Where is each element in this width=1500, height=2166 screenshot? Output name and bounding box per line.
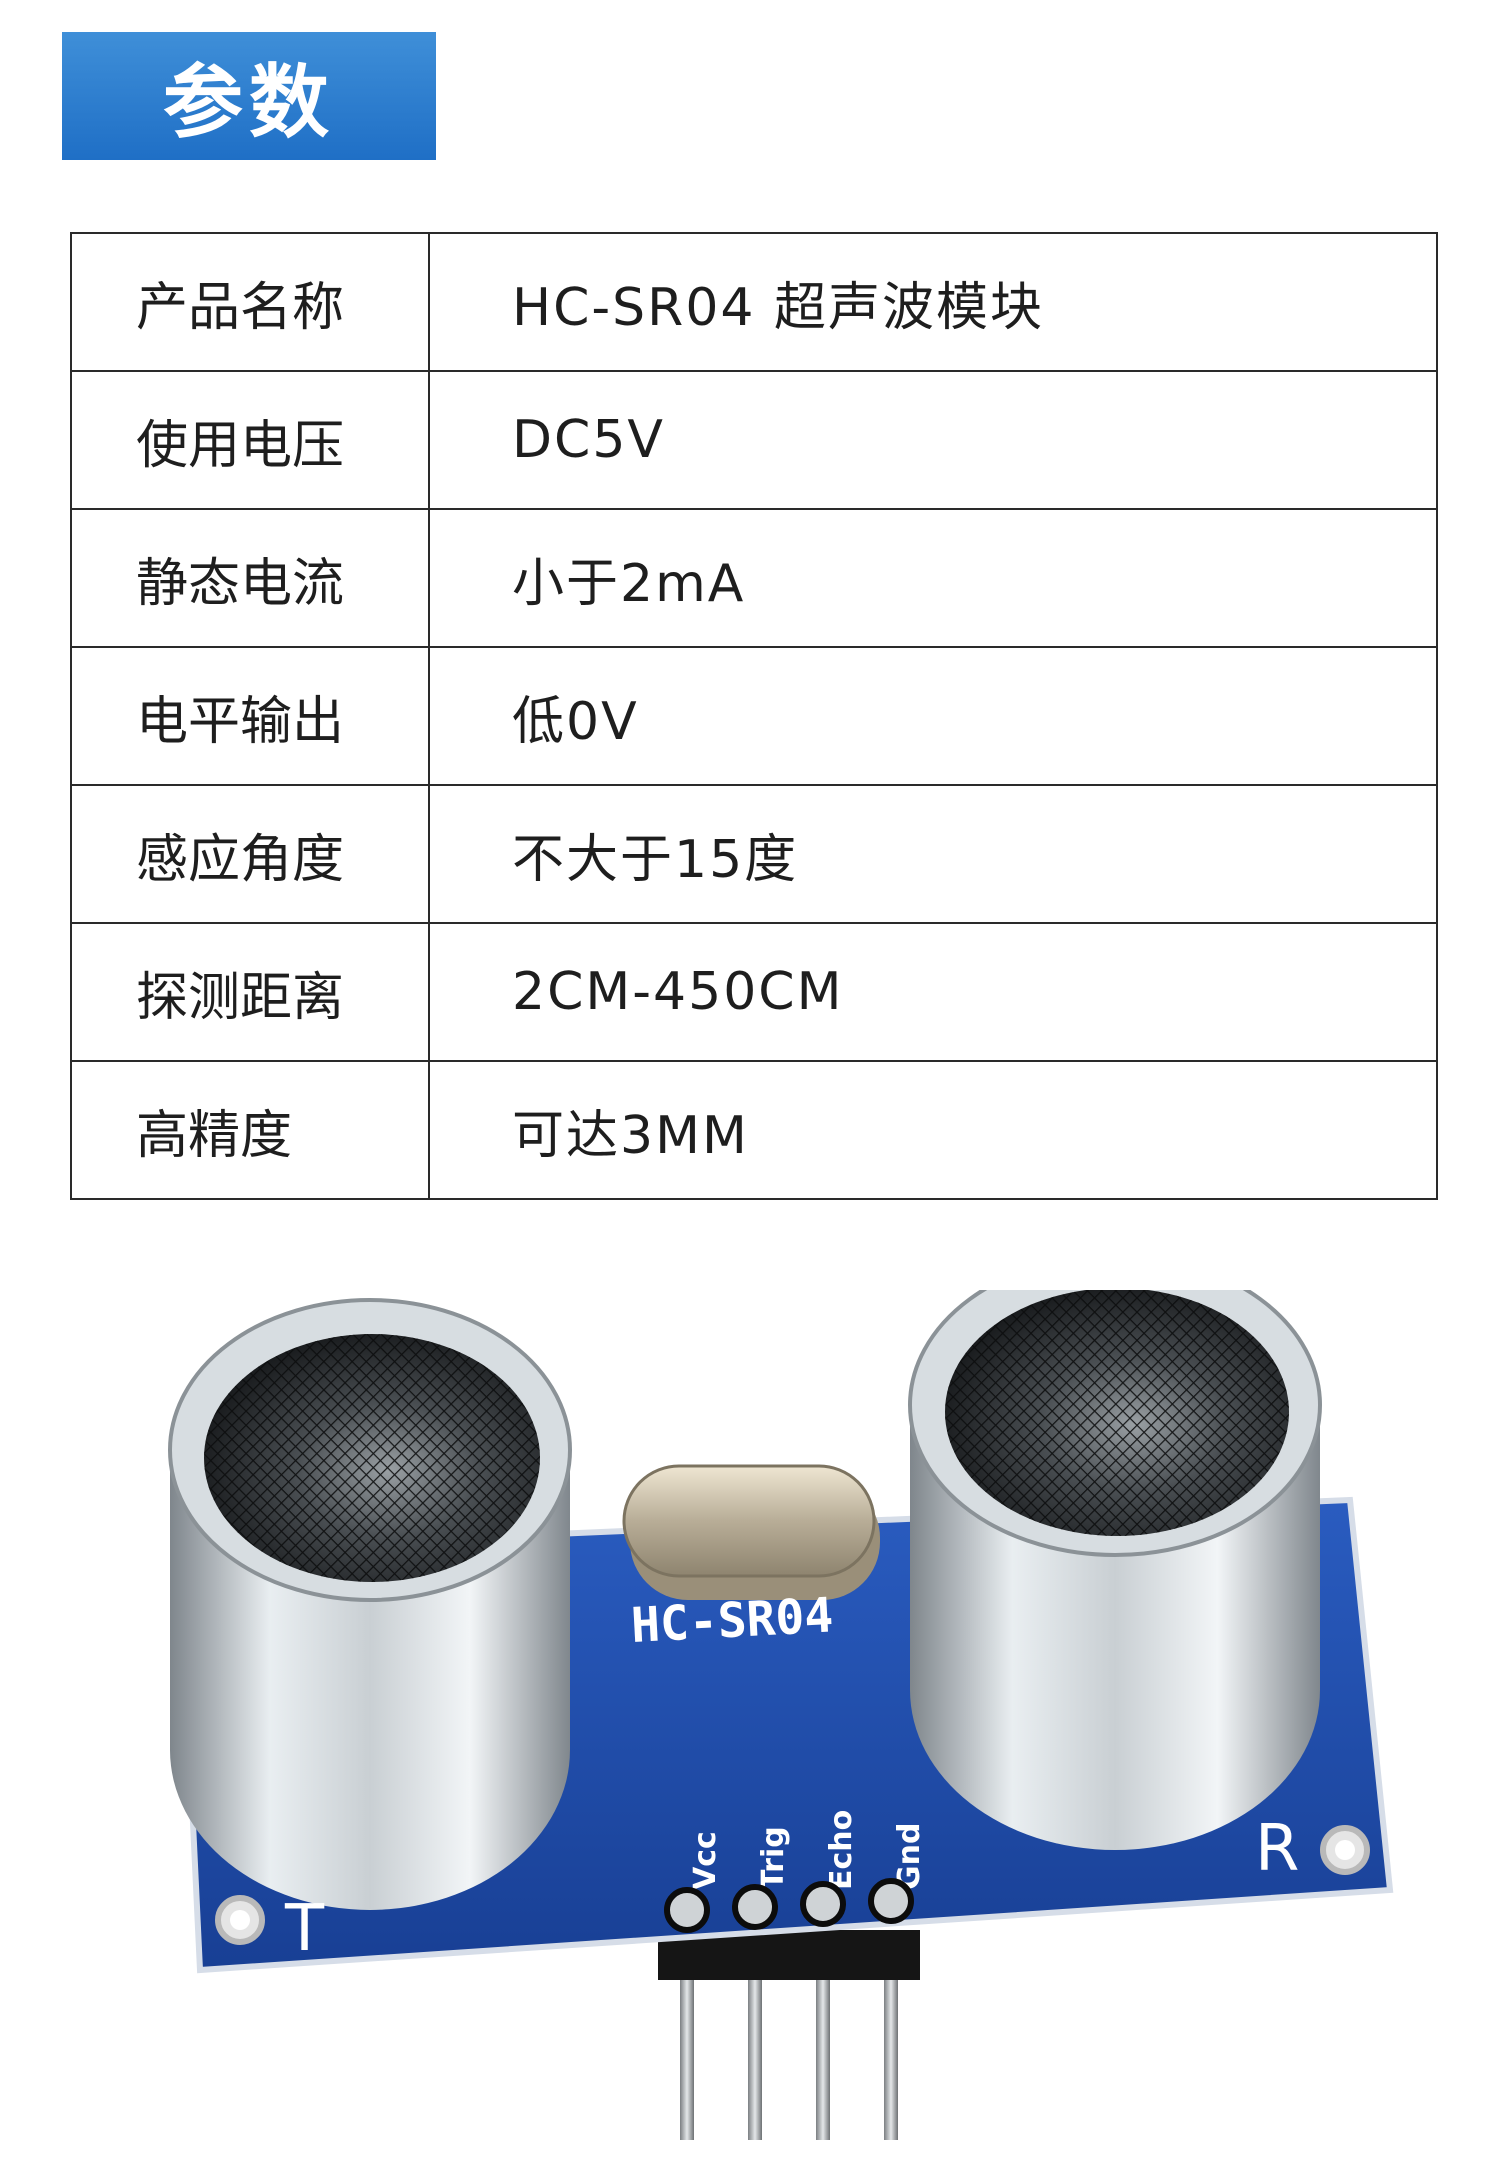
spec-label: 感应角度	[70, 784, 430, 924]
table-row: 电平输出 低0V	[70, 646, 1438, 786]
spec-value: 2CM-450CM	[428, 922, 1438, 1062]
spec-label: 电平输出	[70, 646, 430, 786]
pin-label-echo: Echo	[824, 1810, 859, 1890]
spec-label: 使用电压	[70, 370, 430, 510]
spec-value: 可达3MM	[428, 1060, 1438, 1200]
pin-label-vcc: Vcc	[688, 1831, 723, 1890]
spec-value: 不大于15度	[428, 784, 1438, 924]
receiver-can	[908, 1290, 1322, 1850]
header-pins	[658, 1930, 920, 2140]
table-row: 静态电流 小于2mA	[70, 508, 1438, 648]
section-title: 参数	[163, 56, 335, 149]
table-row: 感应角度 不大于15度	[70, 784, 1438, 924]
spec-label: 高精度	[70, 1060, 430, 1200]
spec-table: 产品名称 HC-SR04 超声波模块 使用电压 DC5V 静态电流 小于2mA …	[70, 232, 1438, 1200]
spec-value: 低0V	[428, 646, 1438, 786]
table-row: 产品名称 HC-SR04 超声波模块	[70, 232, 1438, 372]
ultrasonic-module-image: HC-SR04 T R Vcc Trig Echo Gnd	[168, 1290, 1394, 2140]
table-row: 探测距离 2CM-450CM	[70, 922, 1438, 1062]
spec-value: DC5V	[428, 370, 1438, 510]
pin-label-gnd: Gnd	[892, 1823, 927, 1890]
spec-label: 静态电流	[70, 508, 430, 648]
section-title-badge: 参数	[62, 32, 436, 160]
solder-pads	[664, 1878, 914, 1933]
spec-label: 探测距离	[70, 922, 430, 1062]
spec-label: 产品名称	[70, 232, 430, 372]
table-row: 高精度 可达3MM	[70, 1060, 1438, 1200]
spec-value: 小于2mA	[428, 508, 1438, 648]
transmitter-can	[168, 1298, 572, 1910]
pin-label-trig: Trig	[756, 1826, 791, 1890]
transmitter-mark: T	[284, 1892, 325, 1966]
spec-value: HC-SR04 超声波模块	[428, 232, 1438, 372]
board-label: HC-SR04	[630, 1587, 835, 1654]
table-row: 使用电压 DC5V	[70, 370, 1438, 510]
crystal-oscillator	[622, 1464, 880, 1600]
receiver-mark: R	[1255, 1812, 1299, 1886]
